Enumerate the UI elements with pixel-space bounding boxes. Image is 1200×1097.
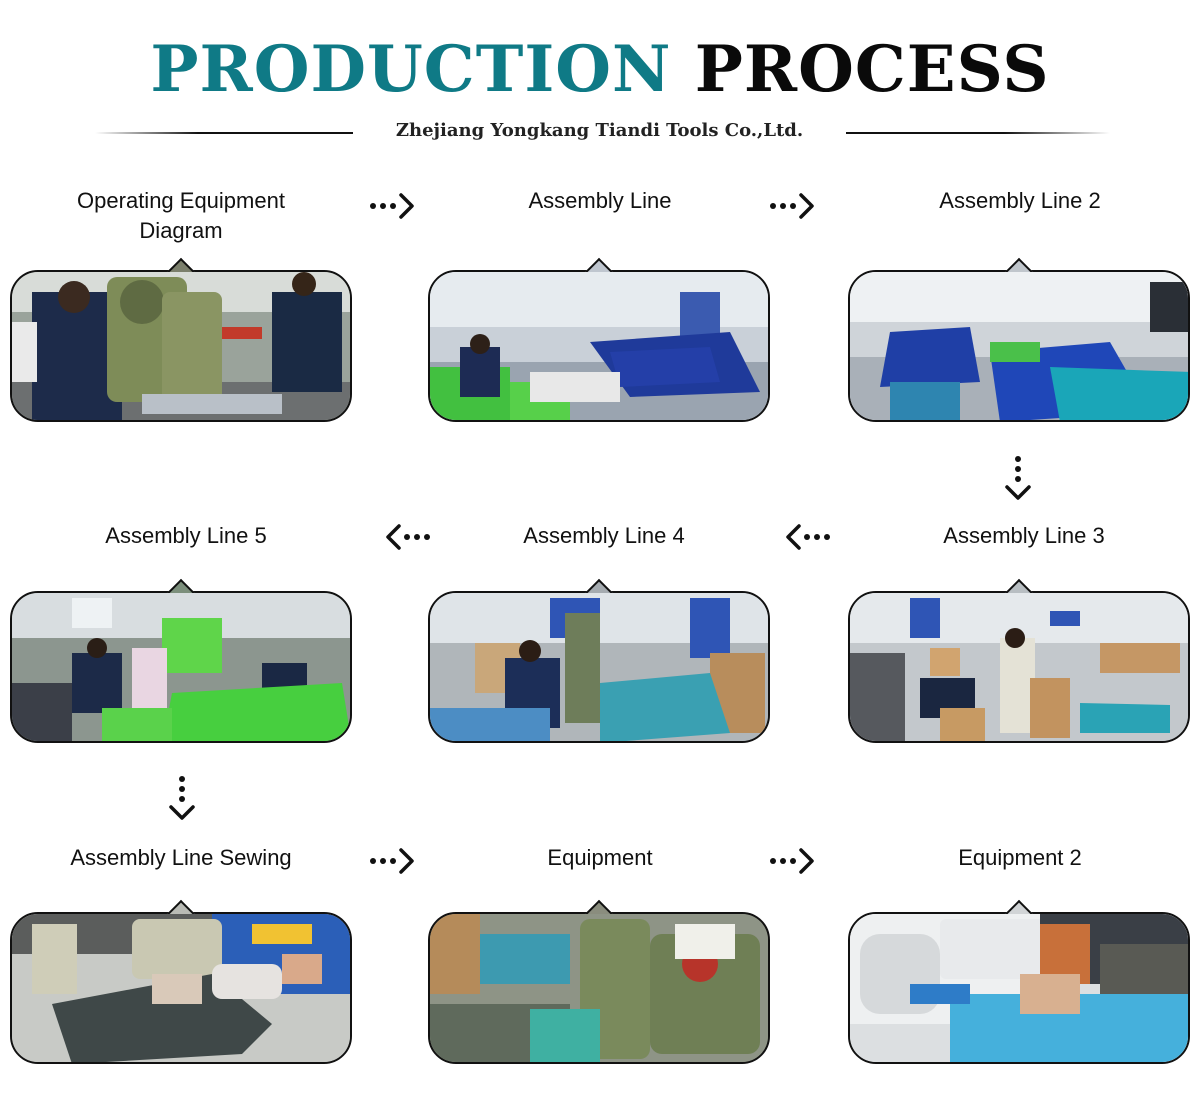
card-assembly-line-sewing: [10, 899, 352, 1064]
card-assembly-line-2: [848, 257, 1190, 422]
step-label-assembly-line-2: Assembly Line 2: [939, 188, 1101, 213]
card-assembly-line-3: [848, 578, 1190, 743]
step-label-equipment: Equipment: [547, 845, 653, 870]
page-title: PRODUCTION PROCESS: [0, 30, 1200, 110]
assembly-line-2-photo: [850, 272, 1188, 420]
assembly-line-4-photo: [430, 593, 768, 741]
card-equipment-2: [848, 899, 1190, 1064]
card-equipment: [428, 899, 770, 1064]
arrow-right-icon: [368, 190, 418, 222]
arrow-right-icon: [768, 845, 818, 877]
arrow-left-icon: [382, 521, 432, 553]
card-assembly-line: [428, 257, 770, 422]
step-label-assembly-line-3: Assembly Line 3: [943, 523, 1105, 548]
arrow-down-icon: [166, 774, 198, 822]
arrow-down-icon: [1002, 454, 1034, 502]
step-label-assembly-line-5: Assembly Line 5: [105, 523, 267, 548]
arrow-left-icon: [782, 521, 832, 553]
assembly-line-5-photo: [12, 593, 350, 741]
step-label-assembly-line-sewing: Assembly Line Sewing: [70, 845, 292, 870]
step-label-assembly-line: Assembly Line: [528, 188, 672, 213]
subtitle-row: Zhejiang Yongkang Tiandi Tools Co.,Ltd.: [0, 118, 1200, 148]
operating-equipment-photo: [12, 272, 350, 420]
assembly-line-photo: [430, 272, 768, 420]
divider-left: [95, 132, 353, 134]
assembly-line-3-photo: [850, 593, 1188, 741]
step-label-equipment-2: Equipment 2: [958, 845, 1082, 870]
step-label-assembly-line-4: Assembly Line 4: [523, 523, 685, 548]
arrow-right-icon: [768, 190, 818, 222]
title-part-process: PROCESS: [694, 32, 1050, 107]
equipment-2-photo: [850, 914, 1188, 1062]
divider-right: [846, 132, 1110, 134]
title-part-production: PRODUCTION: [150, 32, 672, 107]
company-name: Zhejiang Yongkang Tiandi Tools Co.,Ltd.: [395, 120, 804, 141]
assembly-line-sewing-photo: [12, 914, 350, 1062]
card-operating-equipment: [10, 257, 352, 422]
card-assembly-line-4: [428, 578, 770, 743]
equipment-photo: [430, 914, 768, 1062]
step-label-operating-equipment: Operating Equipment Diagram: [77, 188, 285, 243]
card-assembly-line-5: [10, 578, 352, 743]
arrow-right-icon: [368, 845, 418, 877]
